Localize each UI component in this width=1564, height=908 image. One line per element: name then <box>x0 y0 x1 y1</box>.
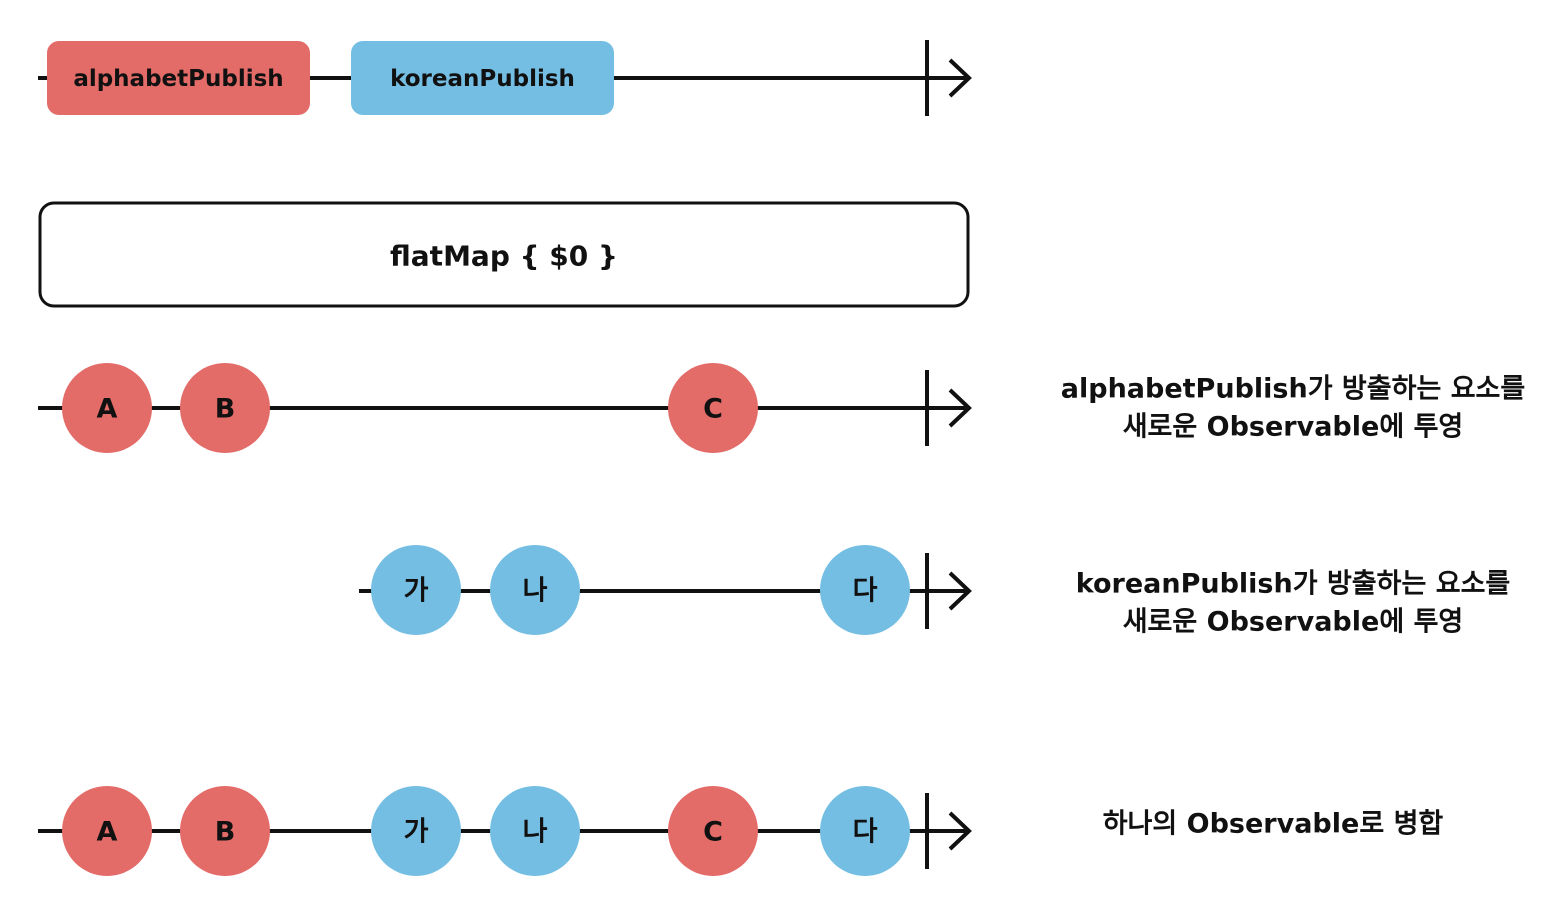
korean-publish-box: koreanPublish <box>351 41 614 115</box>
marble-label: 나 <box>523 576 548 607</box>
alphabet-stream-description: alphabetPublish가 방출하는 요소를 새로운 Observable… <box>1061 374 1525 443</box>
marble-label: A <box>97 394 118 425</box>
marble-label: B <box>215 817 236 848</box>
marble-label: A <box>97 817 118 848</box>
marble-alphabet-b: B <box>180 363 270 453</box>
marble-merged-na: 나 <box>490 786 580 876</box>
korean-description-line-1: koreanPublish가 방출하는 요소를 <box>1076 569 1511 600</box>
alphabet-stream-timeline: A B C <box>38 363 972 453</box>
marble-merged-c: C <box>668 786 758 876</box>
korean-description-line-2: 새로운 Observable에 투영 <box>1123 607 1464 638</box>
marble-merged-b: B <box>180 786 270 876</box>
marble-korean-da: 다 <box>820 545 910 635</box>
marble-merged-ga: 가 <box>371 786 461 876</box>
marble-korean-na: 나 <box>490 545 580 635</box>
merged-description-line-1: 하나의 Observable로 병합 <box>1103 809 1444 840</box>
operator-label: flatMap { $0 } <box>390 240 618 273</box>
alphabet-stream-arrowhead <box>948 388 972 428</box>
marble-merged-da: 다 <box>820 786 910 876</box>
marble-label: B <box>215 394 236 425</box>
source-arrowhead <box>948 58 972 98</box>
korean-publish-label: koreanPublish <box>390 66 575 92</box>
source-timeline: alphabetPublish koreanPublish <box>38 40 972 116</box>
alphabet-publish-label: alphabetPublish <box>73 66 283 92</box>
korean-stream-timeline: 가 나 다 <box>359 545 972 635</box>
korean-stream-description: koreanPublish가 방출하는 요소를 새로운 Observable에 … <box>1076 569 1511 638</box>
merged-stream-timeline: A B 가 나 C 다 <box>38 786 972 876</box>
alphabet-publish-box: alphabetPublish <box>47 41 310 115</box>
marble-label: 다 <box>853 817 878 848</box>
marble-label: 다 <box>853 576 878 607</box>
korean-stream-arrowhead <box>948 571 972 611</box>
marble-korean-ga: 가 <box>371 545 461 635</box>
marble-label: 나 <box>523 817 548 848</box>
marble-label: C <box>703 817 723 848</box>
marble-label: 가 <box>404 817 429 848</box>
operator-box: flatMap { $0 } <box>38 201 970 308</box>
alphabet-description-line-2: 새로운 Observable에 투영 <box>1123 412 1464 443</box>
merged-stream-arrowhead <box>948 811 972 851</box>
marble-merged-a: A <box>62 786 152 876</box>
marble-label: 가 <box>404 576 429 607</box>
alphabet-description-line-1: alphabetPublish가 방출하는 요소를 <box>1061 374 1525 405</box>
marble-label: C <box>703 394 723 425</box>
marble-alphabet-a: A <box>62 363 152 453</box>
marble-alphabet-c: C <box>668 363 758 453</box>
merged-stream-description: 하나의 Observable로 병합 <box>1103 809 1444 840</box>
